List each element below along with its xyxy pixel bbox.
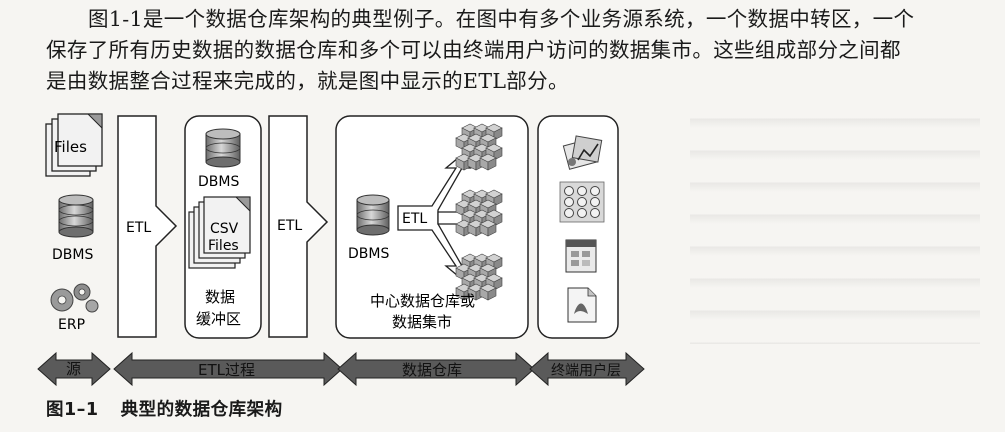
source-erp-label: ERP [58, 317, 85, 333]
source-dbms-label: DBMS [52, 247, 93, 263]
staging-dbms-label: DBMS [198, 174, 239, 190]
warehouse-title-line2: 数据集市 [392, 313, 452, 331]
pdf-document-icon [567, 287, 597, 323]
data-mart-cube-icon [456, 124, 502, 170]
source-erp-icon [50, 283, 99, 313]
staging-title-line2: 缓冲区 [196, 310, 241, 328]
end-user-layer-arrow [529, 351, 645, 387]
warehouse-etl-label: ETL [402, 211, 427, 227]
warehouse-dbms-icon [356, 194, 390, 236]
source-layer-label: 源 [66, 360, 81, 378]
figure-number: 图1–1 [46, 400, 99, 420]
source-files-icon [45, 113, 103, 177]
spreadsheet-icon [565, 239, 597, 273]
etl-arrow-1-label: ETL [126, 220, 151, 236]
end-user-layer-label: 终端用户层 [551, 362, 621, 379]
end-user-box [537, 115, 619, 339]
data-mart-cube-icon [456, 190, 502, 236]
warehouse-title-line1: 中心数据仓库或 [370, 292, 475, 310]
paragraph-line: 图1-1是一个数据仓库架构的典型例子。在图中有多个业务源系统，一个数据中转区，一… [88, 7, 915, 31]
source-layer-arrow [37, 351, 111, 387]
etl-arrow-2-label: ETL [277, 218, 302, 234]
etl-arrow-1 [117, 115, 178, 338]
body-paragraph: 图1-1是一个数据仓库架构的典型例子。在图中有多个业务源系统，一个数据中转区，一… [46, 4, 976, 97]
staging-title-line1: 数据 [205, 288, 235, 306]
staging-dbms-icon [205, 128, 241, 168]
staging-csv-label: CSV [210, 221, 239, 237]
etl-process-label: ETL过程 [198, 361, 255, 379]
paragraph-line: 是由数据整合过程来完成的，就是图中显示的ETL部分。 [46, 69, 569, 93]
source-dbms-icon [58, 194, 94, 238]
staging-csv-files-icon [188, 196, 251, 269]
warehouse-layer-label: 数据仓库 [402, 361, 462, 379]
warehouse-dbms-label: DBMS [348, 246, 389, 262]
dashboard-grid-icon [559, 181, 605, 223]
staging-files-label: Files [208, 238, 239, 254]
etl-arrow-2 [268, 115, 329, 338]
paragraph-line: 保存了所有历史数据的数据仓库和多个可以由终端用户访问的数据集市。这些组成部分之间… [46, 38, 901, 62]
report-chart-icon [562, 135, 603, 170]
figure-caption: 图1–1 典型的数据仓库架构 [46, 396, 283, 421]
figure-title: 典型的数据仓库架构 [120, 400, 283, 420]
source-files-label: Files [54, 138, 87, 156]
